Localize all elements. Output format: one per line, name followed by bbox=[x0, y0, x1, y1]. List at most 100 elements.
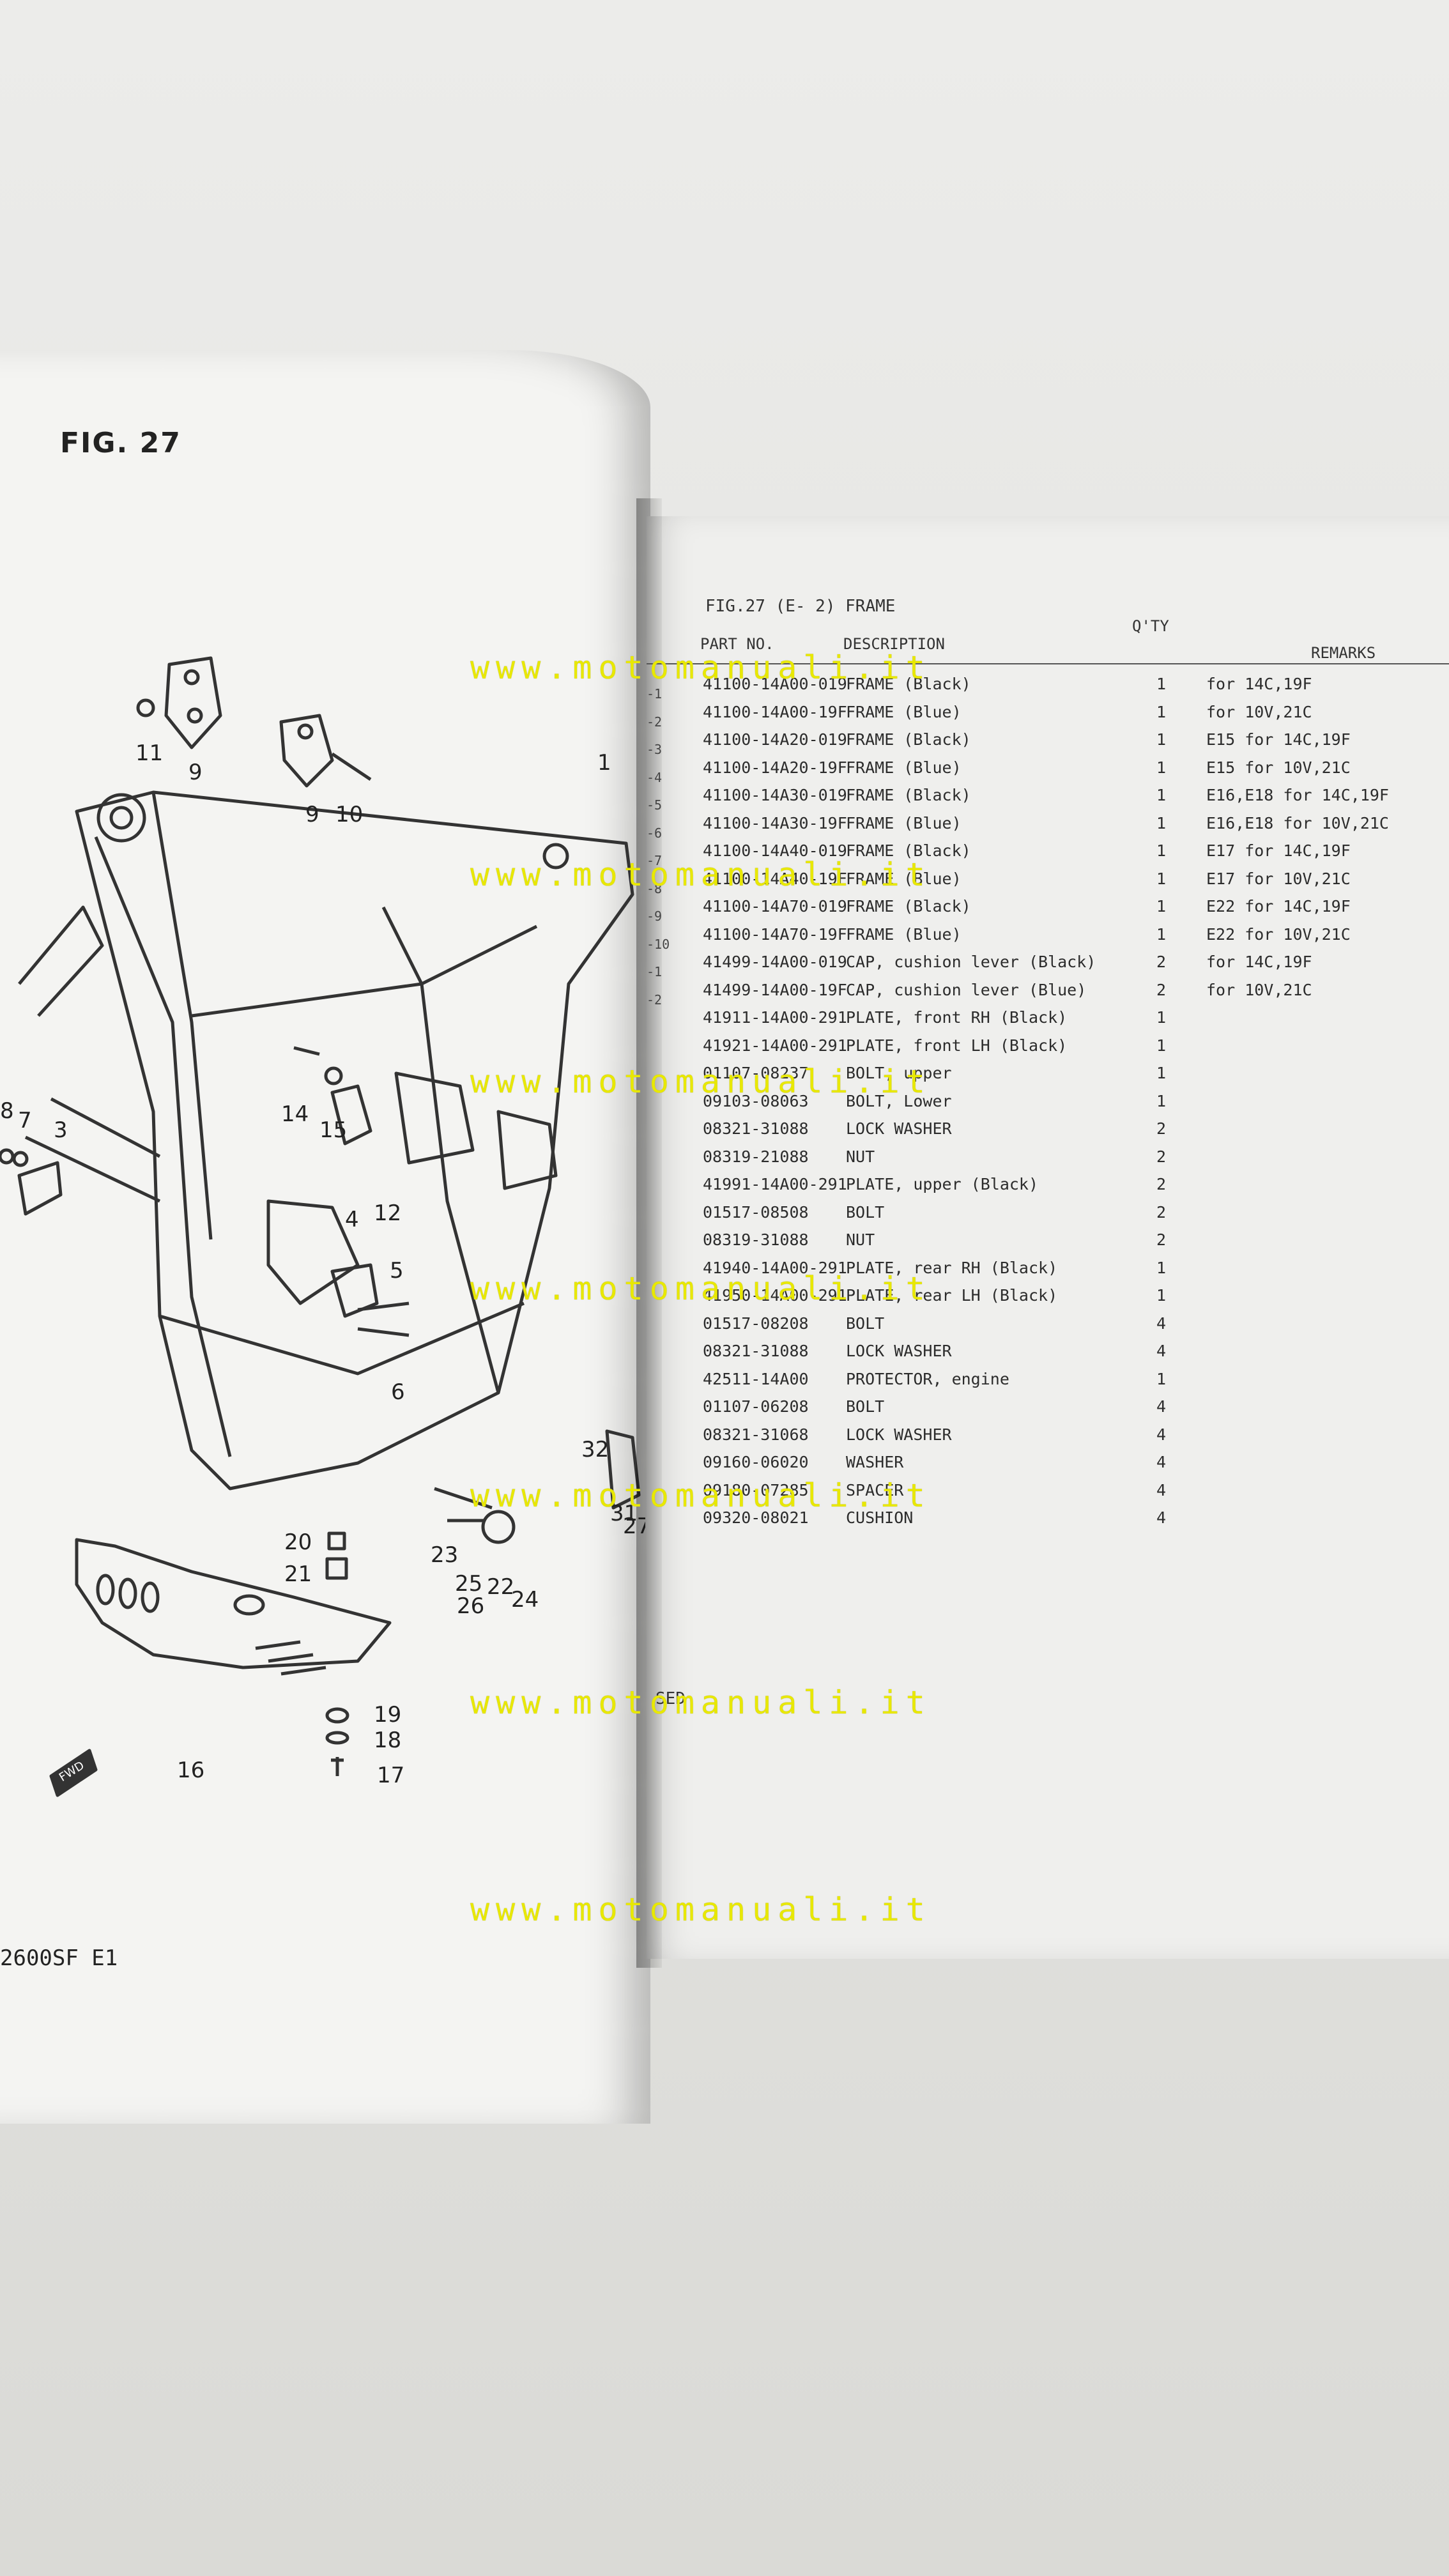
figure-title: FIG. 27 bbox=[60, 427, 181, 459]
part-remarks: E15 for 10V,21C bbox=[1206, 758, 1351, 777]
callout-1: 1 bbox=[597, 750, 611, 776]
part-quantity: 2 bbox=[1156, 1175, 1167, 1193]
end-mark: SED bbox=[656, 1689, 686, 1708]
reference-number: -5 bbox=[647, 797, 663, 813]
part-description: PLATE, front LH (Black) bbox=[846, 1036, 1068, 1055]
part-remarks: E22 for 14C,19F bbox=[1206, 897, 1351, 916]
part-number: 41991-14A00-291 bbox=[703, 1175, 847, 1193]
header-remarks: REMARKS bbox=[1311, 644, 1376, 662]
reference-number: -7 bbox=[647, 853, 663, 868]
part-quantity: 4 bbox=[1156, 1314, 1167, 1333]
part-quantity: 2 bbox=[1156, 1230, 1167, 1249]
part-quantity: 1 bbox=[1156, 758, 1167, 777]
callout-25: 25 bbox=[455, 1571, 482, 1597]
callout-20: 20 bbox=[284, 1529, 312, 1555]
callout-9a: 9 bbox=[188, 760, 203, 785]
part-description: BOLT bbox=[846, 1202, 885, 1222]
watermark-7: www.motomanuali.it bbox=[470, 1891, 931, 1928]
reference-number: -3 bbox=[647, 742, 663, 757]
part-description: FRAME (Blue) bbox=[846, 702, 962, 721]
header-rule bbox=[647, 663, 1449, 664]
part-number: 08321-31088 bbox=[703, 1342, 809, 1360]
part-quantity: 4 bbox=[1156, 1453, 1167, 1471]
callout-7: 7 bbox=[18, 1108, 32, 1133]
callout-11: 11 bbox=[135, 740, 163, 766]
callout-18: 18 bbox=[374, 1728, 401, 1753]
reference-number: -1 bbox=[647, 686, 663, 702]
part-description: FRAME (Black) bbox=[846, 786, 971, 804]
part-number: 08319-21088 bbox=[703, 1147, 809, 1166]
part-description: WASHER bbox=[846, 1453, 904, 1471]
table-row: 08319-21088 NUT 2 bbox=[703, 1145, 1449, 1173]
part-quantity: 1 bbox=[1156, 786, 1167, 804]
part-quantity: 2 bbox=[1156, 1147, 1167, 1166]
part-quantity: 2 bbox=[1156, 953, 1167, 971]
part-description: LOCK WASHER bbox=[846, 1425, 952, 1444]
part-number: 08319-31088 bbox=[703, 1230, 809, 1249]
part-number: 09160-06020 bbox=[703, 1453, 809, 1471]
part-description: PLATE, front RH (Black) bbox=[846, 1008, 1068, 1027]
header-part-no: PART NO. bbox=[700, 635, 774, 653]
reference-number: -8 bbox=[647, 880, 663, 896]
part-number: 41921-14A00-291 bbox=[703, 1036, 847, 1055]
part-remarks: E16,E18 for 10V,21C bbox=[1206, 813, 1389, 832]
part-quantity: 1 bbox=[1156, 1064, 1167, 1082]
part-remarks: E22 for 10V,21C bbox=[1206, 924, 1351, 944]
reference-number: -2 bbox=[647, 992, 663, 1008]
part-description: NUT bbox=[846, 1147, 875, 1166]
part-description: CAP, cushion lever (Blue) bbox=[846, 980, 1087, 999]
part-description: FRAME (Black) bbox=[846, 841, 971, 860]
part-number: 01517-08508 bbox=[703, 1202, 809, 1222]
part-description: FRAME (Black) bbox=[846, 730, 971, 749]
section-title: FIG.27 (E- 2) FRAME bbox=[705, 597, 896, 616]
part-description: FRAME (Blue) bbox=[846, 924, 962, 944]
frame-exploded-diagram: 11 9 9 10 1 14 15 12 3 8 7 4 5 6 32 31 2… bbox=[0, 656, 645, 1797]
callout-24: 24 bbox=[511, 1587, 539, 1613]
part-number: 41100-14A30-019 bbox=[703, 786, 847, 804]
part-description: FRAME (Blue) bbox=[846, 813, 962, 832]
part-description: FRAME (Black) bbox=[846, 675, 971, 693]
part-quantity: 1 bbox=[1156, 1036, 1167, 1055]
part-quantity: 1 bbox=[1156, 702, 1167, 721]
callout-17: 17 bbox=[377, 1763, 404, 1788]
part-description: FRAME (Blue) bbox=[846, 758, 962, 777]
part-quantity: 1 bbox=[1156, 1369, 1167, 1388]
part-number: 42511-14A00 bbox=[703, 1369, 809, 1388]
left-page bbox=[0, 350, 650, 2124]
part-description: LOCK WASHER bbox=[846, 1119, 952, 1138]
part-number: 41100-14A40-019 bbox=[703, 841, 847, 860]
callout-27: 27 bbox=[623, 1514, 645, 1539]
part-number: 01517-08208 bbox=[703, 1314, 809, 1333]
callout-9b: 9 bbox=[305, 802, 319, 827]
part-number: 41100-14A00-19F bbox=[703, 702, 847, 721]
callout-26: 26 bbox=[457, 1593, 484, 1619]
part-remarks: E16,E18 for 14C,19F bbox=[1206, 786, 1389, 804]
part-quantity: 2 bbox=[1156, 1119, 1167, 1138]
callout-21: 21 bbox=[284, 1561, 312, 1587]
part-number: 41499-14A00-19F bbox=[703, 980, 847, 999]
part-description: LOCK WASHER bbox=[846, 1342, 952, 1360]
part-remarks: E15 for 14C,19F bbox=[1206, 730, 1351, 749]
watermark-1: www.motomanuali.it bbox=[470, 649, 931, 686]
part-description: PLATE, rear RH (Black) bbox=[846, 1258, 1058, 1277]
header-description: DESCRIPTION bbox=[843, 635, 945, 653]
book-gutter bbox=[636, 498, 662, 1968]
right-page bbox=[647, 516, 1449, 1959]
part-quantity: 1 bbox=[1156, 841, 1167, 860]
part-number: 41499-14A00-019 bbox=[703, 953, 847, 971]
callout-16: 16 bbox=[177, 1758, 204, 1783]
part-number: 01107-06208 bbox=[703, 1397, 809, 1416]
part-quantity: 1 bbox=[1156, 869, 1167, 888]
part-number: 01107-08237 bbox=[703, 1064, 809, 1082]
part-number: 41911-14A00-291 bbox=[703, 1008, 847, 1027]
part-quantity: 2 bbox=[1156, 980, 1167, 999]
